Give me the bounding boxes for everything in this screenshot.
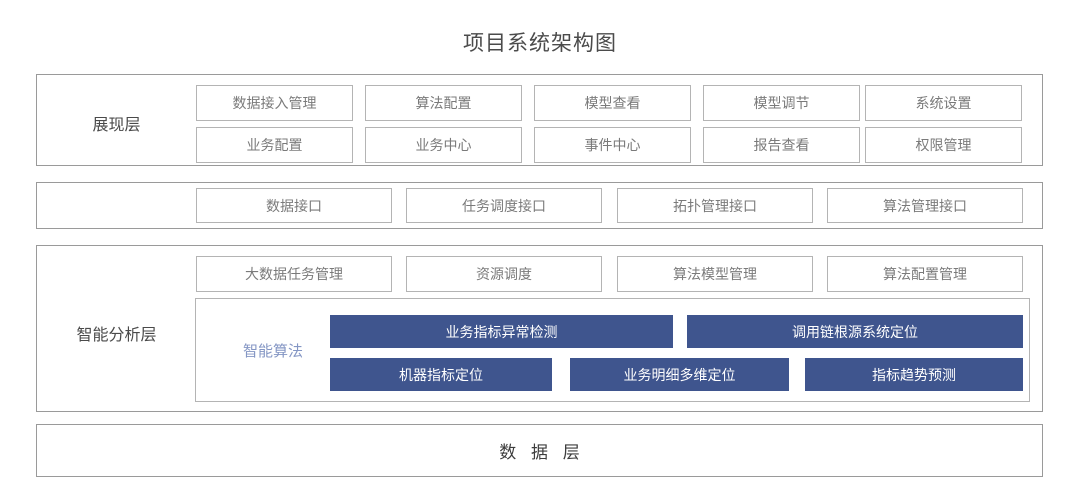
algorithm-box[interactable]: 业务指标异常检测 — [330, 315, 673, 348]
layer-data-label: 数 据 层 — [499, 443, 585, 462]
module-box[interactable]: 大数据任务管理 — [196, 256, 392, 292]
module-box[interactable]: 数据接入管理 — [196, 85, 353, 121]
module-box[interactable]: 事件中心 — [534, 127, 691, 163]
layer-interface: 数据接口 任务调度接口 拓扑管理接口 算法管理接口 — [36, 182, 1043, 229]
algorithm-panel: 智能算法 业务指标异常检测 调用链根源系统定位 机器指标定位 业务明细多维定位 … — [195, 298, 1030, 402]
layer-analysis-label: 智能分析层 — [76, 327, 157, 344]
page-title: 项目系统架构图 — [463, 32, 617, 55]
module-box[interactable]: 算法配置 — [365, 85, 522, 121]
algorithm-box[interactable]: 机器指标定位 — [330, 358, 552, 391]
interface-box[interactable]: 任务调度接口 — [406, 188, 602, 223]
module-box[interactable]: 资源调度 — [406, 256, 602, 292]
interface-box[interactable]: 拓扑管理接口 — [617, 188, 813, 223]
algorithm-box[interactable]: 指标趋势预测 — [805, 358, 1023, 391]
algorithm-box[interactable]: 调用链根源系统定位 — [687, 315, 1023, 348]
interface-box[interactable]: 数据接口 — [196, 188, 392, 223]
module-box[interactable]: 业务中心 — [365, 127, 522, 163]
layer-data: 数 据 层 — [36, 424, 1043, 477]
layer-analysis: 智能分析层 大数据任务管理 资源调度 算法模型管理 算法配置管理 智能算法 业务… — [36, 245, 1043, 412]
layer-presentation-label: 展现层 — [92, 117, 141, 134]
module-box[interactable]: 权限管理 — [865, 127, 1022, 163]
module-box[interactable]: 报告查看 — [703, 127, 860, 163]
module-box[interactable]: 模型查看 — [534, 85, 691, 121]
algorithm-panel-label: 智能算法 — [242, 343, 303, 360]
module-box[interactable]: 系统设置 — [865, 85, 1022, 121]
module-box[interactable]: 算法配置管理 — [827, 256, 1023, 292]
module-box[interactable]: 业务配置 — [196, 127, 353, 163]
module-box[interactable]: 算法模型管理 — [617, 256, 813, 292]
interface-box[interactable]: 算法管理接口 — [827, 188, 1023, 223]
layer-presentation: 展现层 数据接入管理 算法配置 模型查看 模型调节 系统设置 业务配置 业务中心… — [36, 74, 1043, 166]
module-box[interactable]: 模型调节 — [703, 85, 860, 121]
algorithm-box[interactable]: 业务明细多维定位 — [570, 358, 789, 391]
